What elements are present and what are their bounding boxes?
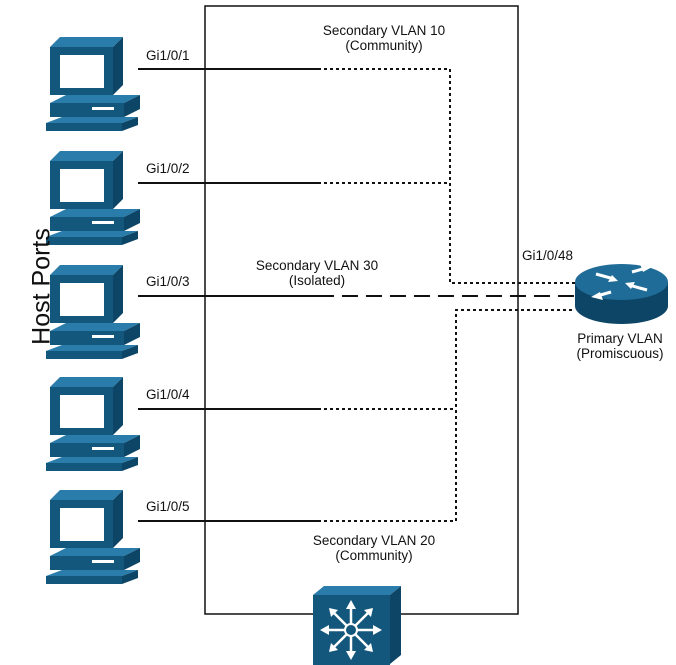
port-label-5: Gi1/0/5 <box>146 499 190 514</box>
vlan10-label: Secondary VLAN 10(Community) <box>322 23 446 53</box>
primary-vlan-label: Primary VLAN(Promiscuous) <box>576 331 664 361</box>
computer-icon <box>46 37 140 131</box>
port-label-2: Gi1/0/2 <box>146 161 190 176</box>
vlan30-label: Secondary VLAN 30(Isolated) <box>255 258 379 288</box>
multilayer-switch-icon <box>313 586 401 665</box>
computer-icon <box>46 265 140 359</box>
uplink-port-label: Gi1/0/48 <box>522 248 574 263</box>
port-label-1: Gi1/0/1 <box>146 48 190 63</box>
host-ports-label: Host Ports <box>27 228 56 345</box>
computer-icon <box>46 151 140 245</box>
vlan20-path <box>318 309 575 522</box>
computer-icon <box>46 377 140 471</box>
switch-boundary <box>204 5 519 615</box>
vlan10-path <box>318 68 575 284</box>
vlan20-label: Secondary VLAN 20(Community) <box>312 533 436 563</box>
port-label-3: Gi1/0/3 <box>146 274 190 289</box>
port-label-4: Gi1/0/4 <box>146 387 190 402</box>
router-icon <box>575 264 668 324</box>
computer-icon <box>46 490 140 584</box>
